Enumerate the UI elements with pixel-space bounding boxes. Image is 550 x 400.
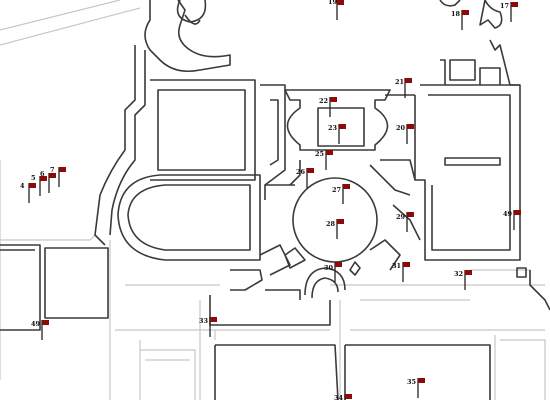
marker-number: 33 [199, 317, 209, 325]
flag-icon [307, 168, 314, 173]
marker-number: 6 [40, 170, 45, 178]
flag-marker[interactable]: 49 [31, 320, 49, 340]
flag-icon [42, 320, 49, 325]
flag-marker[interactable]: 31 [392, 262, 410, 282]
marker-number: 35 [407, 378, 417, 386]
flag-marker[interactable]: 17 [500, 2, 518, 22]
marker-number: 21 [395, 78, 404, 86]
marker-number: 30 [324, 264, 334, 272]
marker-number: 26 [296, 168, 306, 176]
flag-marker[interactable]: 7 [50, 166, 66, 187]
flag-marker[interactable]: 29 [396, 212, 414, 232]
flag-icon [49, 173, 56, 178]
flag-marker[interactable]: 22 [319, 97, 337, 117]
flag-marker[interactable]: 49 [503, 210, 521, 230]
flag-marker[interactable]: 34 [334, 394, 352, 400]
marker-number: 49 [31, 320, 41, 328]
flag-icon [339, 124, 346, 129]
flag-icon [462, 10, 469, 15]
flag-icon [465, 270, 472, 275]
flag-icon [335, 262, 342, 267]
flag-marker[interactable]: 30 [324, 262, 342, 282]
flag-icon [330, 97, 337, 102]
marker-number: 18 [451, 10, 461, 18]
marker-number: 7 [50, 166, 55, 174]
flag-icon [59, 167, 66, 172]
flag-icon [345, 394, 352, 399]
flag-icon [405, 78, 412, 83]
marker-number: 5 [31, 174, 36, 182]
flag-icon [40, 176, 47, 181]
flag-icon [29, 183, 36, 188]
flag-icon [343, 184, 350, 189]
flag-marker[interactable]: 21 [395, 78, 412, 98]
marker-number: 31 [392, 262, 401, 270]
flag-marker[interactable]: 18 [451, 10, 469, 30]
marker-number: 17 [500, 2, 509, 10]
flag-icon [407, 124, 414, 129]
marker-number: 27 [332, 186, 341, 194]
marker-number: 49 [503, 210, 513, 218]
flag-icon [418, 378, 425, 383]
flag-marker[interactable]: 28 [326, 219, 344, 239]
flag-marker[interactable]: 26 [296, 168, 314, 188]
flag-marker[interactable]: 32 [454, 270, 472, 290]
flag-marker[interactable]: 4 [20, 182, 36, 203]
flag-marker[interactable]: 33 [199, 317, 217, 337]
flag-marker[interactable]: 6 [40, 170, 56, 193]
marker-number: 32 [454, 270, 463, 278]
flag-icon [337, 219, 344, 224]
marker-number: 29 [396, 213, 406, 221]
flag-marker[interactable]: 19 [328, 0, 344, 20]
flag-marker[interactable]: 5 [31, 174, 47, 196]
flag-icon [403, 262, 410, 267]
marker-number: 23 [328, 124, 338, 132]
flag-icon [407, 212, 414, 217]
marker-number: 4 [20, 182, 25, 190]
flag-icon [337, 0, 344, 5]
marker-number: 28 [326, 220, 336, 228]
flag-marker[interactable]: 20 [396, 124, 414, 144]
flag-marker[interactable]: 27 [332, 184, 350, 204]
flag-marker[interactable]: 25 [315, 150, 333, 170]
flag-marker[interactable]: 35 [407, 378, 425, 398]
flag-marker[interactable]: 23 [328, 124, 346, 144]
flag-icon [511, 2, 518, 7]
flag-icon [326, 150, 333, 155]
flag-icon [514, 210, 521, 215]
flag-icon [210, 317, 217, 322]
marker-number: 20 [396, 124, 406, 132]
marker-number: 22 [319, 97, 328, 105]
marker-number: 19 [328, 0, 338, 6]
marker-number: 34 [334, 394, 344, 400]
marker-number: 25 [315, 150, 325, 158]
